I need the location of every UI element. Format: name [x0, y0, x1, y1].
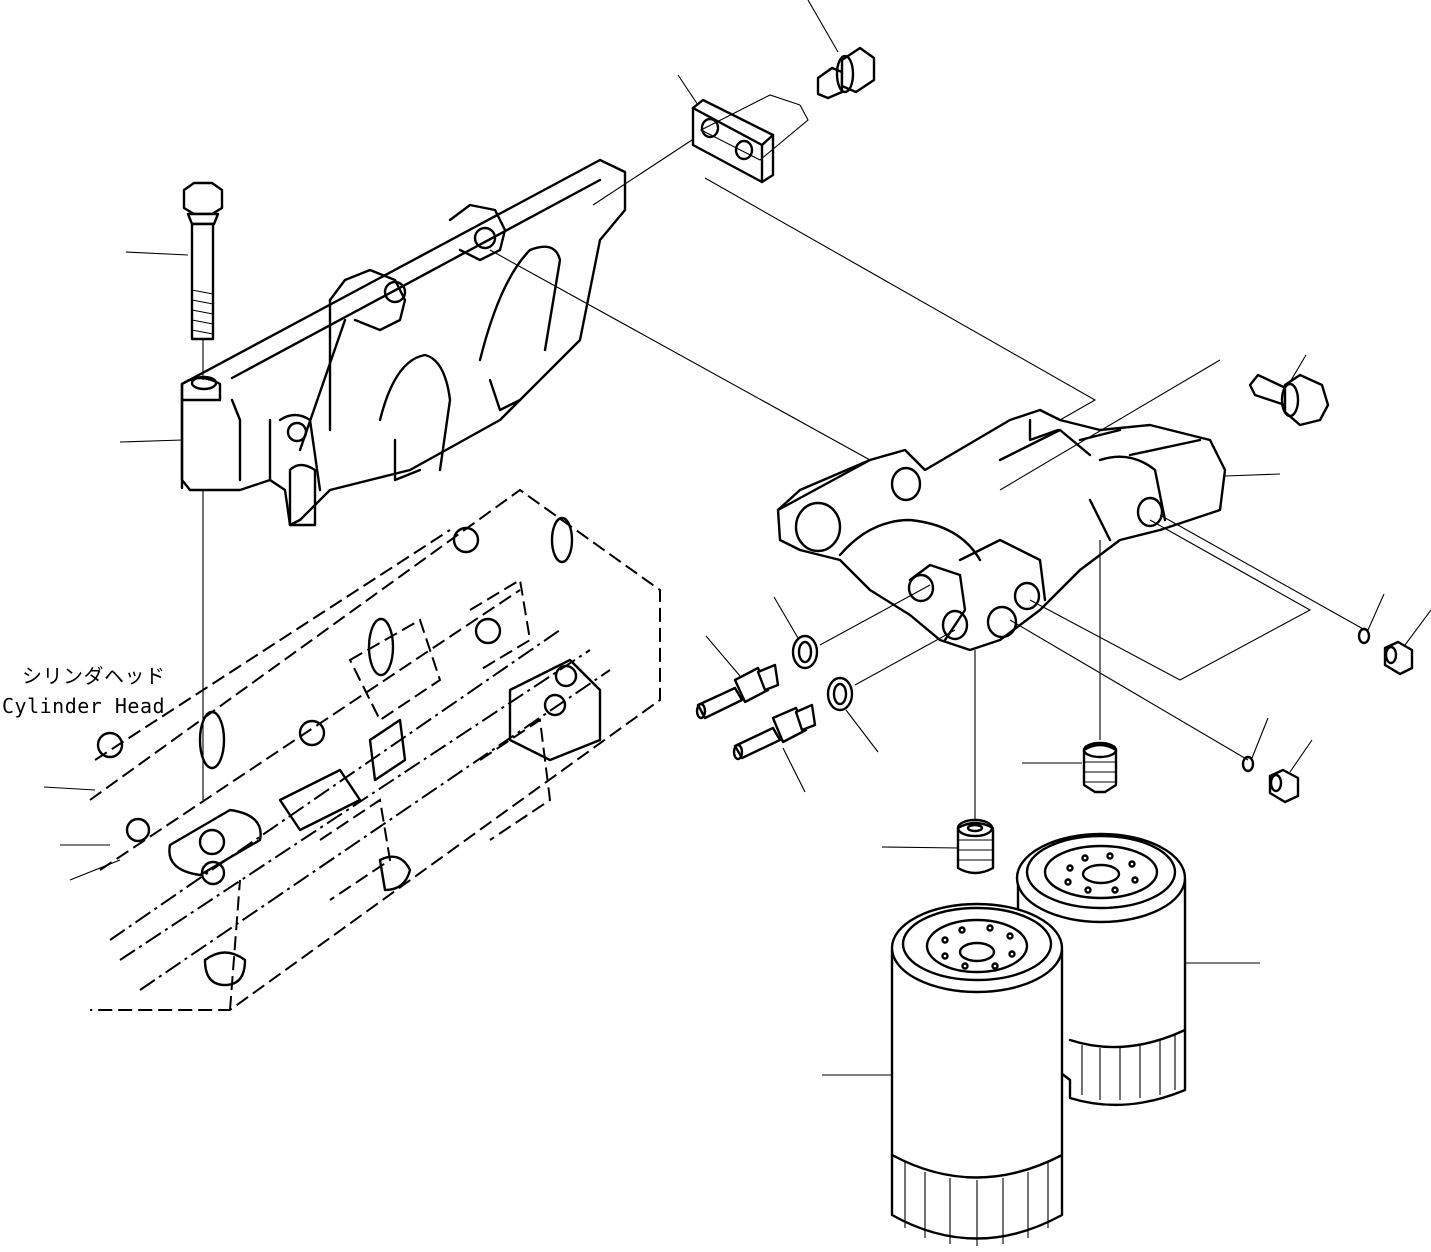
gasket-lower	[826, 676, 854, 712]
plug-right-upper	[1383, 640, 1414, 676]
o-ring-right-upper	[1357, 627, 1371, 645]
threaded-stud-right	[1082, 741, 1118, 794]
flange-bolt-right	[1248, 373, 1330, 427]
nipple-lower	[732, 703, 817, 761]
oil-filter-front	[890, 902, 1064, 1246]
nipple-upper	[695, 663, 780, 720]
bracket-bolt-long	[182, 181, 224, 341]
flange-bolt-top	[816, 46, 876, 100]
plug-right-lower	[1268, 768, 1300, 804]
leader-lines	[43, 0, 1431, 1076]
filter-head	[776, 408, 1227, 652]
cylinder-head-label-jp: シリンダヘッド	[22, 664, 166, 688]
threaded-stud-center	[956, 818, 995, 875]
filter-bracket	[180, 158, 627, 527]
cylinder-head	[89, 488, 661, 1011]
o-ring-right-lower	[1241, 755, 1255, 773]
plate	[691, 98, 775, 184]
cylinder-head-label-en: Cylinder Head	[2, 694, 166, 718]
gasket-upper	[791, 634, 819, 670]
assembly-lines	[202, 94, 1366, 820]
